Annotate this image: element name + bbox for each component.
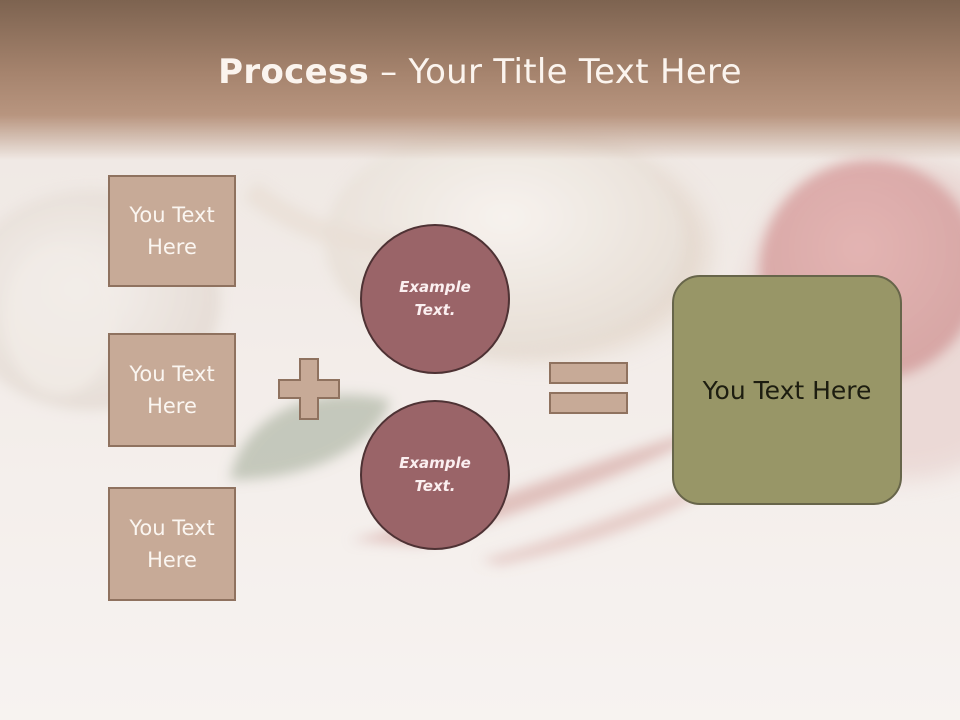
input-box-label: You Text Here bbox=[129, 362, 215, 418]
result-label: You Text Here bbox=[702, 375, 872, 405]
header-band bbox=[0, 0, 960, 160]
input-box-1[interactable]: You Text Here bbox=[108, 175, 236, 287]
input-box-3[interactable]: You Text Here bbox=[108, 487, 236, 601]
circle-label: Example Text. bbox=[399, 454, 471, 495]
circle-label: Example Text. bbox=[399, 278, 471, 319]
example-circle-1[interactable]: Example Text. bbox=[360, 224, 510, 374]
input-box-2[interactable]: You Text Here bbox=[108, 333, 236, 447]
slide-title: Process – Your Title Text Here bbox=[0, 52, 960, 92]
title-bold: Process bbox=[218, 52, 370, 92]
result-box[interactable]: You Text Here bbox=[672, 275, 902, 505]
title-rest: – Your Title Text Here bbox=[369, 52, 742, 92]
example-circle-2[interactable]: Example Text. bbox=[360, 400, 510, 550]
input-box-label: You Text Here bbox=[129, 516, 215, 572]
input-box-label: You Text Here bbox=[129, 203, 215, 259]
equals-icon bbox=[549, 362, 628, 414]
plus-icon bbox=[278, 358, 340, 420]
